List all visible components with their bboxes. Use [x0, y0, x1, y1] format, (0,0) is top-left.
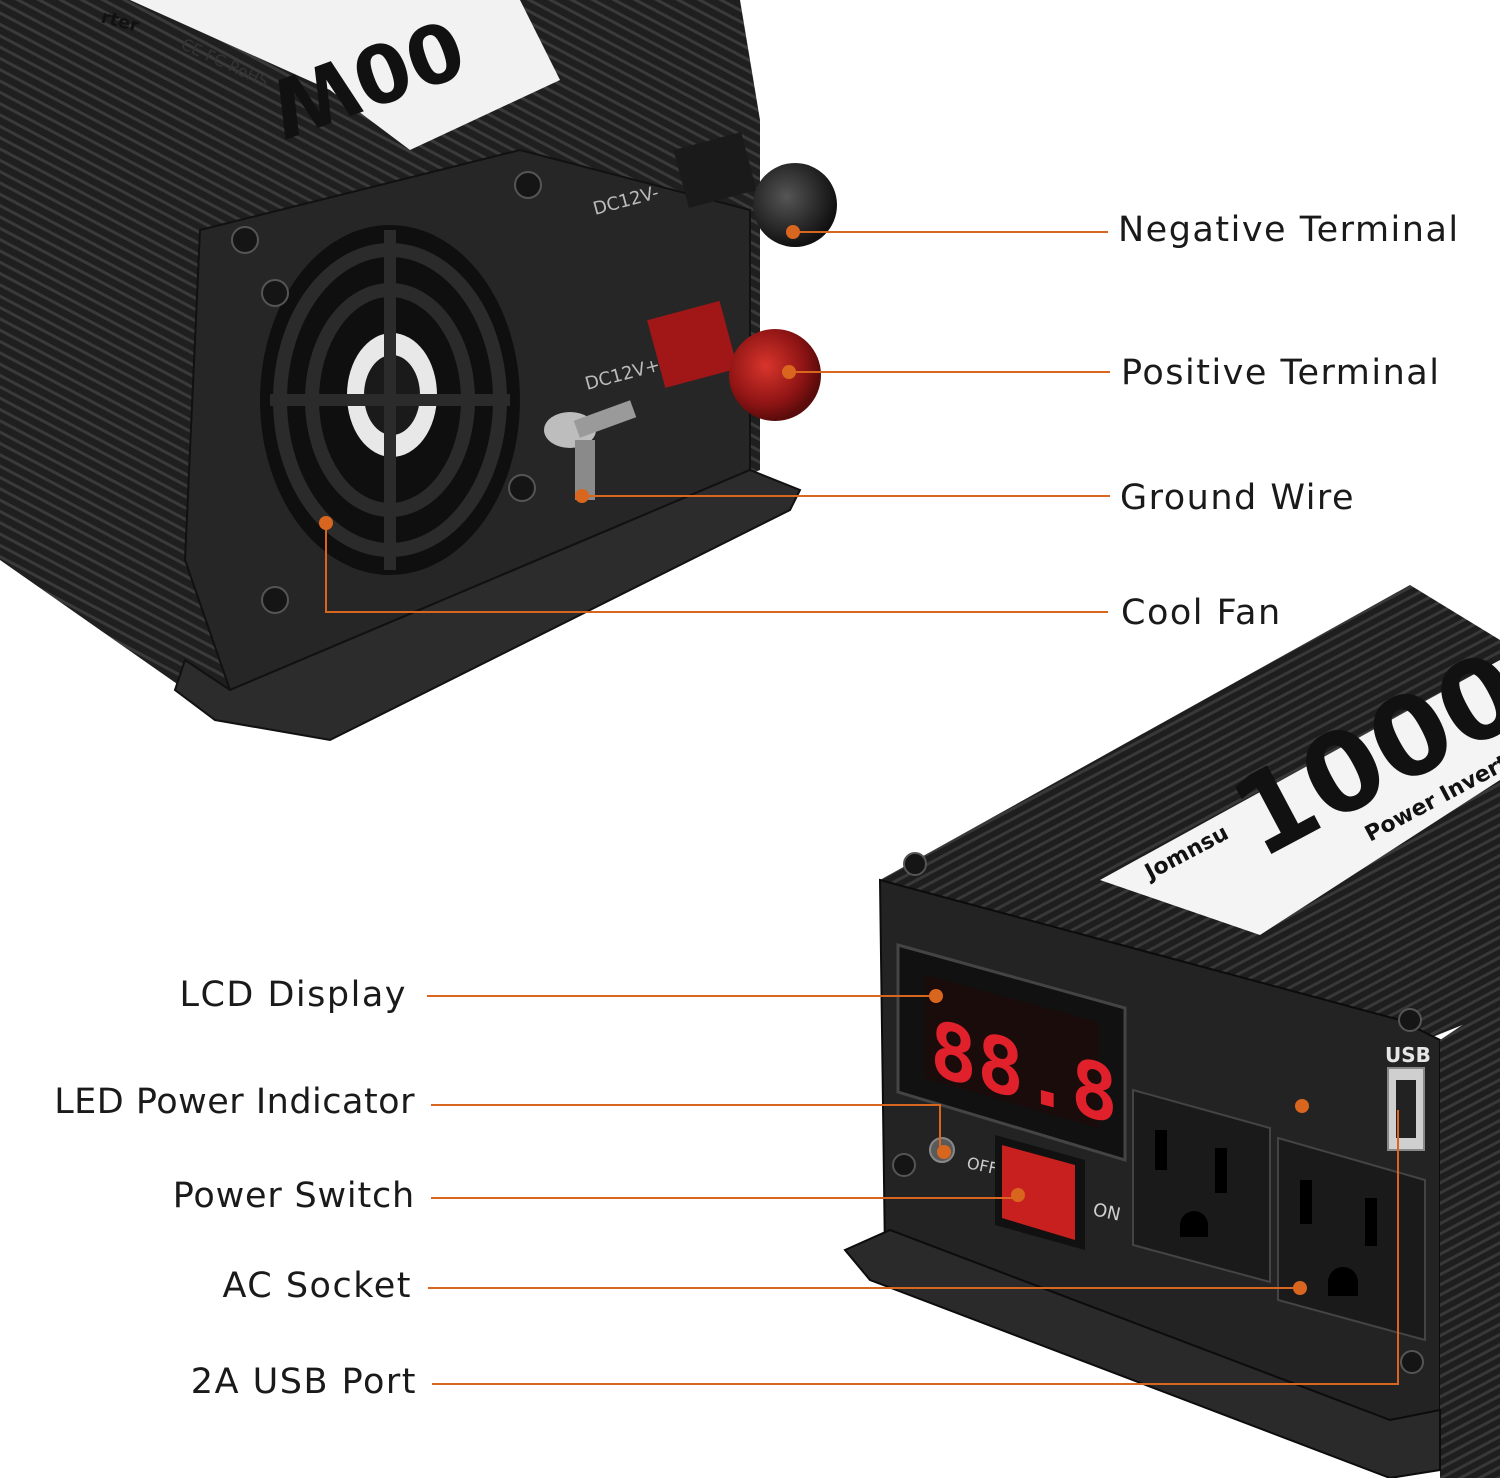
- callout-power-switch: Power Switch: [172, 1176, 415, 1216]
- power-switch-rocker: [995, 1135, 1085, 1250]
- bottom-inverter: 1000 Power Inverter Jomnsu 88.8 OFF ON: [843, 585, 1500, 1478]
- lcd-display-panel: 88.8: [896, 943, 1127, 1163]
- dot-ground: [575, 489, 589, 503]
- top-bracket: [173, 468, 802, 742]
- dot-positive: [782, 365, 796, 379]
- top-label-plate: [130, 0, 560, 150]
- bottom-heatsink-side: [1440, 1000, 1500, 1478]
- callout-cool-fan: Cool Fan: [1121, 593, 1282, 633]
- dot-negative: [786, 225, 800, 239]
- callout-positive-terminal: Positive Terminal: [1121, 353, 1441, 393]
- callout-ground-wire: Ground Wire: [1120, 478, 1356, 518]
- usb-print: USB: [1385, 1043, 1431, 1067]
- dot-socket: [1293, 1281, 1307, 1295]
- callout-led-power-indicator: LED Power Indicator: [54, 1082, 415, 1122]
- usb-port: [1387, 1067, 1425, 1151]
- ac-socket-left: [1132, 1088, 1271, 1284]
- top-inverter: 00W rter CE FC RoHS DC12V-: [0, 0, 837, 742]
- bottom-bracket: [843, 1228, 1441, 1478]
- negative-terminal-knob: [673, 131, 837, 247]
- dot-led: [937, 1145, 951, 1159]
- dot-usb-face: [1295, 1099, 1309, 1113]
- callout-lcd-display: LCD Display: [179, 975, 407, 1015]
- dot-lcd: [929, 989, 943, 1003]
- callout-ac-socket: AC Socket: [222, 1266, 412, 1306]
- callout-lines: [325, 231, 1399, 1385]
- callout-negative-terminal: Negative Terminal: [1118, 210, 1460, 250]
- fan-grille: [260, 225, 520, 575]
- dot-fan: [319, 516, 333, 530]
- dot-switch: [1011, 1188, 1025, 1202]
- callout-usb-port: 2A USB Port: [190, 1362, 417, 1402]
- callout-dots: [319, 225, 1309, 1295]
- ground-screw: [544, 400, 637, 500]
- ac-socket-right: [1277, 1136, 1426, 1342]
- positive-terminal-knob: [647, 300, 821, 421]
- bottom-label-plate: [1100, 660, 1500, 935]
